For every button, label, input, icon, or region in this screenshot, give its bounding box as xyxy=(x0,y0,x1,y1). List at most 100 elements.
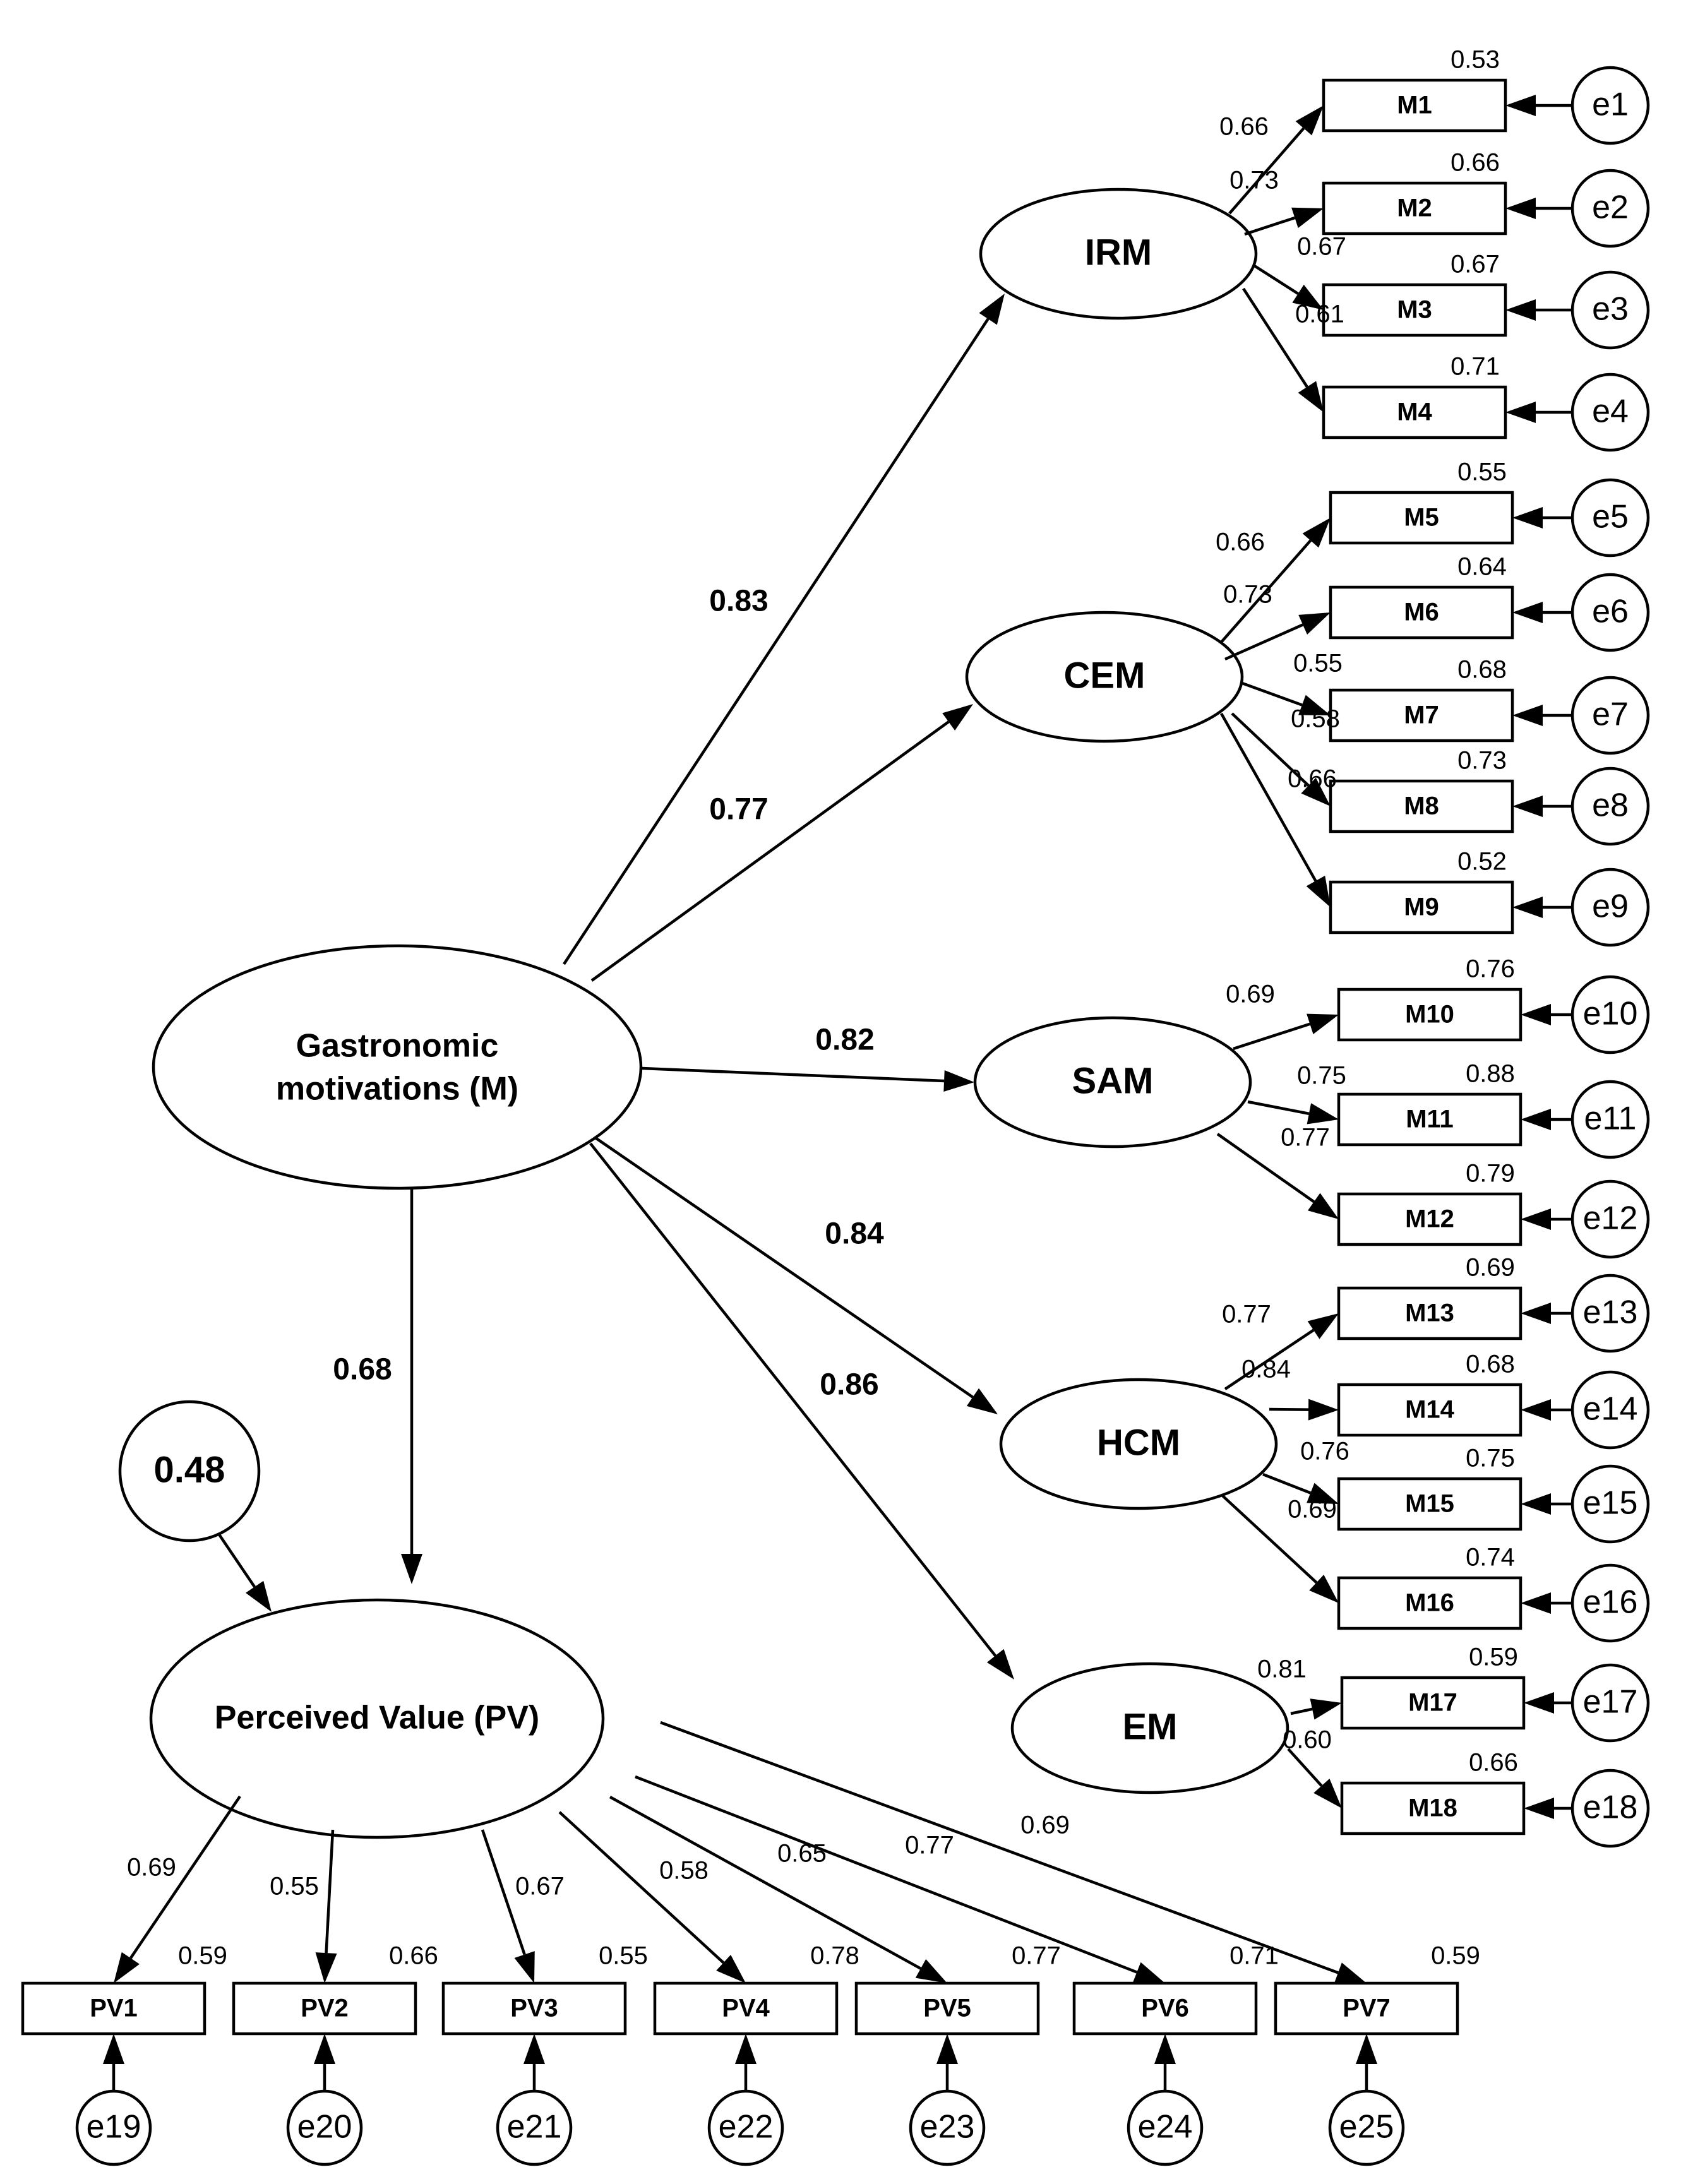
indicator-box-m9 xyxy=(1329,880,1514,934)
path-coef-irm: 0.83 xyxy=(709,585,768,618)
indicator-box-m6 xyxy=(1329,585,1514,640)
indicator-label-m8: M8 xyxy=(1404,792,1439,820)
loading-m6: 0.73 xyxy=(1223,581,1272,609)
pv-box-pv7 xyxy=(1274,1981,1459,2036)
pv-label-pv3: PV3 xyxy=(510,1995,558,2022)
pv-loading-arrow-pv6 xyxy=(635,1775,1165,1983)
error-label-e18: e18 xyxy=(1583,1789,1638,1826)
loading-m7: 0.55 xyxy=(1293,650,1343,677)
error-arrow-e11 xyxy=(1521,1109,1572,1130)
indicator-box-m10 xyxy=(1337,988,1522,1042)
error-label-e25: e25 xyxy=(1339,2109,1394,2145)
loading-m13: 0.77 xyxy=(1222,1301,1271,1328)
error-label-e12: e12 xyxy=(1583,1200,1638,1237)
indicator-box-m7 xyxy=(1329,688,1514,743)
pv-r-squared-pv1: 0.59 xyxy=(178,1942,227,1970)
pv-r-squared-pv2: 0.66 xyxy=(389,1942,438,1970)
error-term-e11 xyxy=(1570,1080,1650,1159)
pv-loading-pv7: 0.69 xyxy=(1020,1811,1070,1839)
r-squared-m15: 0.75 xyxy=(1466,1445,1515,1472)
error-term-e18 xyxy=(1570,1769,1650,1848)
pv-error-arrow-e20 xyxy=(314,2034,335,2091)
loading-arrow-m5 xyxy=(1220,518,1331,643)
error-term-e20 xyxy=(286,2089,363,2166)
loading-arrow-m1 xyxy=(1228,105,1324,215)
pv-loading-pv4: 0.58 xyxy=(659,1857,709,1885)
r-squared-m7: 0.68 xyxy=(1457,656,1507,684)
indicator-box-m4 xyxy=(1322,385,1507,439)
error-label-e24: e24 xyxy=(1138,2109,1193,2145)
error-label-e10: e10 xyxy=(1583,996,1638,1032)
error-term-e15 xyxy=(1570,1464,1650,1544)
error-term-e14 xyxy=(1570,1370,1650,1450)
pv-label-pv4: PV4 xyxy=(722,1995,770,2022)
arrow-m-to-pv xyxy=(401,1183,422,1584)
pv-loading-pv2: 0.55 xyxy=(270,1873,319,1901)
error-term-e17 xyxy=(1570,1663,1650,1743)
error-term-e1 xyxy=(1570,66,1650,145)
error-arrow-e6 xyxy=(1512,602,1572,623)
r-squared-m8: 0.73 xyxy=(1457,747,1507,775)
pv-loading-arrow-pv2 xyxy=(315,1829,337,1983)
pv-r-squared-pv7: 0.59 xyxy=(1431,1942,1480,1970)
factor-cem-label: CEM xyxy=(1064,655,1146,696)
pv-error-arrow-e23 xyxy=(936,2034,958,2091)
error-arrow-e1 xyxy=(1505,95,1572,116)
error-arrow-e18 xyxy=(1524,1798,1572,1819)
error-arrow-e4 xyxy=(1505,402,1572,423)
error-label-e20: e20 xyxy=(297,2109,352,2145)
r-squared-m4: 0.71 xyxy=(1451,353,1500,381)
path-coef-hcm: 0.84 xyxy=(825,1217,884,1251)
factor-irm: IRM xyxy=(979,188,1258,320)
path-coef-em: 0.86 xyxy=(820,1368,878,1402)
error-term-e8 xyxy=(1570,767,1650,846)
error-arrow-e15 xyxy=(1521,1493,1572,1515)
error-arrow-e9 xyxy=(1512,897,1572,918)
loading-arrow-m18 xyxy=(1287,1748,1342,1808)
indicator-label-m11: M11 xyxy=(1406,1106,1454,1133)
indicator-label-m13: M13 xyxy=(1405,1299,1454,1327)
loading-m15: 0.76 xyxy=(1300,1438,1349,1465)
r-squared-m2: 0.66 xyxy=(1451,149,1500,177)
pv-loading-pv6: 0.77 xyxy=(905,1832,954,1859)
indicator-label-m17: M17 xyxy=(1408,1689,1457,1717)
path-layer xyxy=(213,294,1014,1680)
error-arrow-e17 xyxy=(1524,1692,1572,1714)
loading-arrow-m15 xyxy=(1262,1472,1339,1504)
indicator-label-m2: M2 xyxy=(1397,194,1432,222)
indicator-label-m7: M7 xyxy=(1404,701,1439,729)
arrow-residual-to-pv xyxy=(213,1527,272,1612)
pv-error-arrow-e22 xyxy=(735,2034,757,2091)
loading-m4: 0.61 xyxy=(1295,301,1344,328)
path-coef-cem: 0.77 xyxy=(709,793,768,826)
loading-m11: 0.75 xyxy=(1297,1062,1346,1090)
factor-em-label: EM xyxy=(1123,1706,1178,1747)
indicator-box-m13 xyxy=(1337,1286,1522,1340)
error-arrow-e10 xyxy=(1521,1004,1572,1025)
loading-arrow-m12 xyxy=(1216,1133,1339,1219)
loading-arrow-m4 xyxy=(1242,287,1324,412)
pv-label-pv2: PV2 xyxy=(301,1995,349,2022)
error-term-e22 xyxy=(707,2089,784,2166)
r-squared-m6: 0.64 xyxy=(1457,553,1507,581)
pv-error-arrow-e19 xyxy=(103,2034,124,2091)
indicator-box-m8 xyxy=(1329,779,1514,833)
indicator-box-m2 xyxy=(1322,181,1507,236)
arrow-m-to-irm xyxy=(563,294,1005,965)
error-label-e15: e15 xyxy=(1583,1485,1638,1522)
pv-label-pv1: PV1 xyxy=(90,1995,138,2022)
pv-error-arrow-e24 xyxy=(1154,2034,1176,2091)
pv-indicator-pv2: PV2 0.55 0.66 e20 xyxy=(232,1829,438,2166)
indicator-label-m14: M14 xyxy=(1405,1396,1455,1424)
error-label-e8: e8 xyxy=(1592,787,1629,824)
indicator-label-m18: M18 xyxy=(1408,1794,1457,1822)
